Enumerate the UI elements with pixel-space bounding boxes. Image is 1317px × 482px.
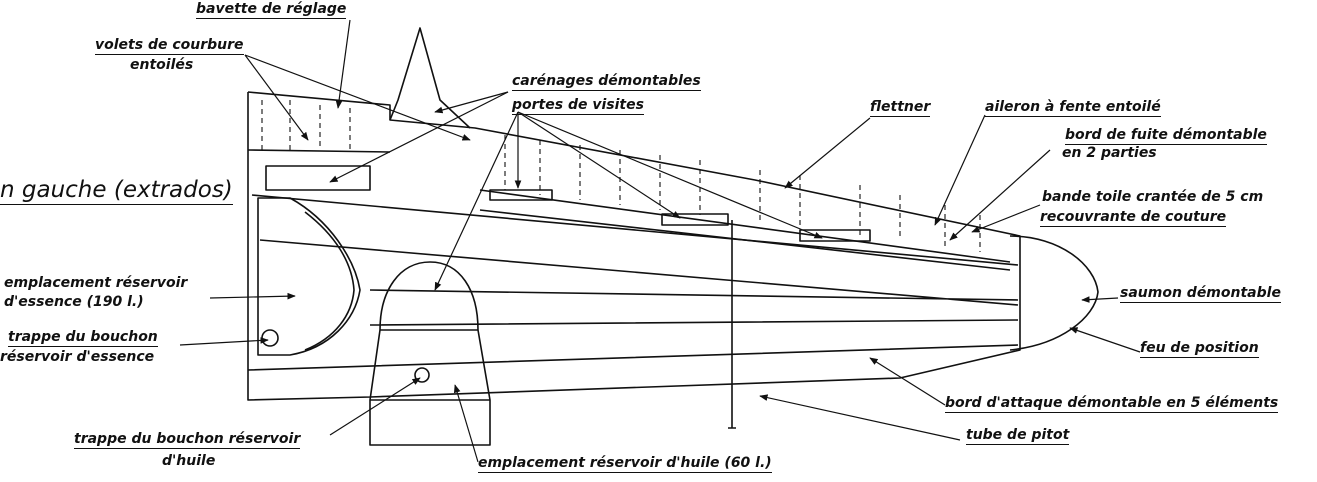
label-trappe-essence-1: trappe du bouchon <box>8 329 158 347</box>
fuel-tank-inner <box>304 211 355 351</box>
fuel-tank-bay <box>257 197 361 356</box>
label-feu: feu de position <box>1140 340 1259 358</box>
access-door-2 <box>489 189 553 201</box>
label-reservoir-essence-2: d'essence (190 l.) <box>4 294 144 310</box>
diagram-title: n gauche (extrados) <box>0 177 233 205</box>
nacelle-band <box>370 329 490 401</box>
label-carenages: carénages démontables <box>512 73 701 91</box>
spar-lines <box>247 194 1019 371</box>
leader-lines <box>179 19 1141 463</box>
label-trappe-huile-1: trappe du bouchon réservoir <box>74 431 301 449</box>
fin-outline <box>389 27 471 129</box>
label-bande-1: bande toile crantée de 5 cm <box>1042 189 1264 205</box>
label-bord-fuite-2: en 2 parties <box>1062 145 1157 161</box>
wing-outline <box>247 91 1021 401</box>
access-door-1 <box>265 165 371 191</box>
oil-cap-ring <box>414 367 430 383</box>
access-door-4 <box>799 229 871 242</box>
label-volets-1: volets de courbure <box>95 37 244 55</box>
access-door-3 <box>661 213 729 226</box>
label-bord-fuite-1: bord de fuite démontable <box>1065 127 1267 145</box>
pitot-tube <box>728 220 736 429</box>
wing-tip <box>1009 235 1099 351</box>
label-saumon: saumon démontable <box>1120 285 1281 303</box>
label-bavette: bavette de réglage <box>196 1 347 19</box>
label-reservoir-huile: emplacement réservoir d'huile (60 l.) <box>478 455 772 473</box>
label-trappe-essence-2: réservoir d'essence <box>0 349 155 365</box>
label-portes: portes de visites <box>512 97 644 115</box>
label-aileron: aileron à fente entoilé <box>985 99 1161 117</box>
nacelle-outline <box>369 261 491 446</box>
label-reservoir-essence-1: emplacement réservoir <box>4 275 188 291</box>
label-bande-2: recouvrante de couture <box>1040 209 1227 227</box>
label-trappe-huile-2: d'huile <box>162 453 216 469</box>
label-pitot: tube de pitot <box>966 427 1070 445</box>
fuel-cap-ring <box>261 329 279 347</box>
label-bord-attaque: bord d'attaque démontable en 5 éléments <box>945 395 1279 413</box>
label-volets-2: entoilés <box>130 57 194 73</box>
label-flettner: flettner <box>870 99 931 117</box>
